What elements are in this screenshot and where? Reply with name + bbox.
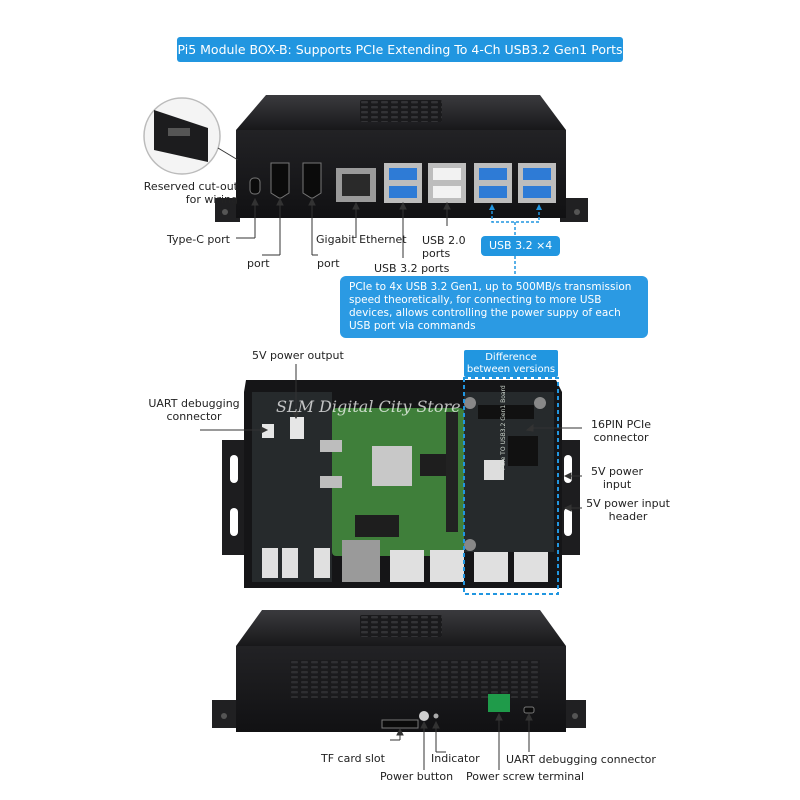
bottom-leader-lines [390, 712, 533, 770]
pcie-info-box: PCIe to 4x USB 3.2 Gen1, up to 500MB/s t… [340, 276, 648, 338]
tf-card-label: TF card slot [321, 752, 385, 765]
reserved-cutout-callout [143, 97, 239, 175]
hdmi-port-2-graphic [302, 162, 322, 199]
screw-terminal-graphic [488, 694, 510, 712]
uart-rear-label: UART debugging connector [506, 753, 656, 766]
uart-rear-graphic [523, 706, 535, 714]
usb32-stack-1 [384, 163, 422, 203]
reserved-cutout-label: Reserved cut-out for wiring [143, 180, 238, 206]
uart-label: UART debugging connector [148, 397, 240, 423]
usb32-bracket [489, 204, 542, 276]
difference-tag: Difference between versions [464, 350, 558, 377]
hdmi-port-1-graphic [270, 162, 290, 199]
watermark: SLM Digital City Store [276, 397, 461, 416]
case-open-view [222, 377, 580, 595]
usb20-ports-label: USB 2.0 ports [422, 234, 466, 260]
usb32-x4-tag: USB 3.2 ×4 [481, 236, 561, 256]
difference-region [463, 377, 559, 595]
soc-chip [372, 446, 412, 486]
indicator-graphic [433, 713, 439, 719]
power-output-connector [290, 417, 304, 439]
bracket-left [222, 440, 250, 555]
gpio-header [446, 412, 458, 532]
usb32-stack-2 [474, 163, 512, 203]
tf-card-slot-graphic [381, 719, 419, 729]
middle-leader-lines [200, 364, 582, 512]
indicator-label: Indicator [431, 752, 480, 765]
top-leader-lines [236, 197, 451, 258]
type-c-port-label: Type-C port [167, 233, 230, 246]
pcb-silkscreen-label: PCIe TO USB3.2 Gen1 Board [500, 385, 507, 470]
usb32-ports-label: USB 3.2 ports [374, 262, 450, 275]
usb20-stack [428, 163, 466, 203]
gigabit-ethernet-label: Gigabit Ethernet [316, 233, 407, 246]
vent-grille [360, 100, 442, 122]
power-output-label: 5V power output [252, 349, 344, 362]
power-button-graphic [419, 711, 429, 721]
mounting-ear-right [560, 198, 588, 222]
power-input-header-label: 5V power input header [586, 497, 670, 523]
type-c-port-graphic [249, 177, 261, 195]
case-front-view [215, 95, 588, 222]
mounting-ear-left [215, 198, 240, 222]
usb32-stack-3 [518, 163, 556, 203]
screw-terminal-label: Power screw terminal [466, 770, 585, 783]
pcie-connector-label: 16PIN PCIe connector [591, 418, 651, 444]
hdmi-port-1-label: port [247, 257, 270, 270]
uart-connector [262, 424, 274, 438]
title-banner: Pi5 Module BOX-B: Supports PCIe Extendin… [177, 37, 623, 62]
power-input-label: 5V power input [590, 465, 644, 491]
power-button-label: Power button [380, 770, 454, 783]
rear-vent [290, 660, 540, 698]
case-rear-view [212, 610, 586, 732]
hdmi-port-2-label: port [317, 257, 340, 270]
